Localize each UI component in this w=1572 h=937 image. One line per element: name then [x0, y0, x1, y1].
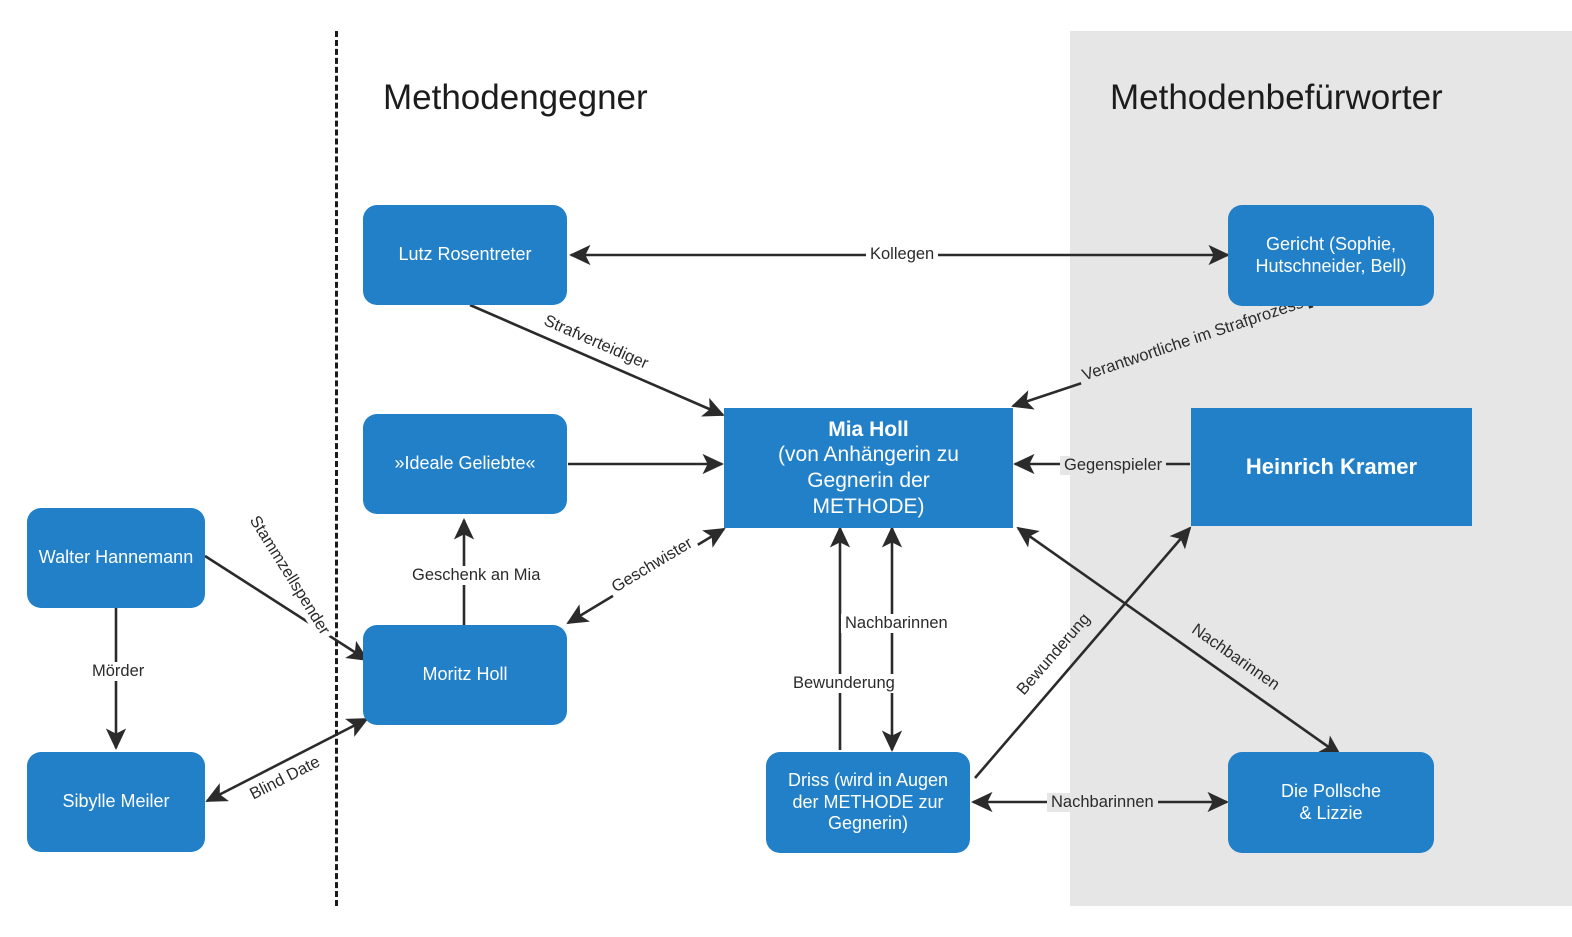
node-label-line2: Hutschneider, Bell) — [1255, 255, 1407, 276]
node-label-line2: & Lizzie — [1299, 802, 1363, 823]
node-label-line4: METHODE) — [812, 494, 925, 518]
zone-title-right: Methodenbefürworter — [1110, 78, 1443, 117]
node-label: Lutz Rosentreter — [398, 244, 532, 265]
node-label: Sibylle Meiler — [62, 791, 170, 812]
node-label-line1: Die Pollsche — [1280, 780, 1382, 801]
edge-blind-date — [205, 717, 369, 803]
node-ideale-geliebte[interactable]: »Ideale Geliebte« — [363, 414, 567, 514]
edge-label-kollegen: Kollegen — [866, 245, 939, 264]
edge-bewunderung-driss-heinrich — [974, 526, 1192, 779]
node-label-line1: Mia Holl — [828, 417, 909, 441]
node-driss[interactable]: Driss (wird in Augen der METHODE zur Geg… — [766, 752, 970, 853]
edge-label-nachbarinnen-driss-mia: Nachbarinnen — [841, 614, 952, 633]
node-label-line2: (von Anhängerin zu — [778, 443, 959, 467]
node-label: Heinrich Kramer — [1245, 453, 1418, 479]
node-mia-holl[interactable]: Mia Holl (von Anhängerin zu Gegnerin der… — [724, 408, 1013, 528]
node-gericht[interactable]: Gericht (Sophie, Hutschneider, Bell) — [1228, 205, 1434, 306]
edge-label-gegenspieler: Gegenspieler — [1060, 456, 1167, 475]
node-die-pollsche-lizzie[interactable]: Die Pollsche & Lizzie — [1228, 752, 1434, 853]
node-walter-hannemann[interactable]: Walter Hannemann — [27, 508, 205, 608]
edge-nachbarinnen-pollsche-mia — [1016, 526, 1342, 757]
edge-label-moerder: Mörder — [88, 662, 149, 681]
node-moritz-holl[interactable]: Moritz Holl — [363, 625, 567, 725]
edge-label-nachbarinnen-driss-pollsche: Nachbarinnen — [1047, 793, 1158, 812]
node-label: Walter Hannemann — [38, 547, 194, 568]
node-label-line1: Driss (wird in Augen — [787, 769, 949, 790]
node-heinrich-kramer[interactable]: Heinrich Kramer — [1191, 408, 1472, 526]
node-label-line3: Gegnerin der — [807, 469, 930, 492]
edge-strafverteidiger — [469, 303, 725, 417]
edge-label-bewunderung-driss-mia: Bewunderung — [789, 674, 899, 693]
node-label: »Ideale Geliebte« — [394, 453, 536, 474]
node-lutz-rosentreter[interactable]: Lutz Rosentreter — [363, 205, 567, 305]
node-label: Moritz Holl — [422, 664, 508, 685]
edge-label-geschenk-an-mia: Geschenk an Mia — [408, 566, 545, 585]
edge-stammzellspender — [204, 554, 369, 662]
node-sibylle-meiler[interactable]: Sibylle Meiler — [27, 752, 205, 852]
node-label-line3: Gegnerin) — [827, 813, 909, 834]
group-divider-dashed — [335, 31, 338, 906]
zone-title-left: Methodengegner — [383, 78, 648, 117]
node-label-line2: der METHODE zur — [792, 791, 944, 812]
node-label-line1: Gericht (Sophie, — [1265, 233, 1397, 254]
